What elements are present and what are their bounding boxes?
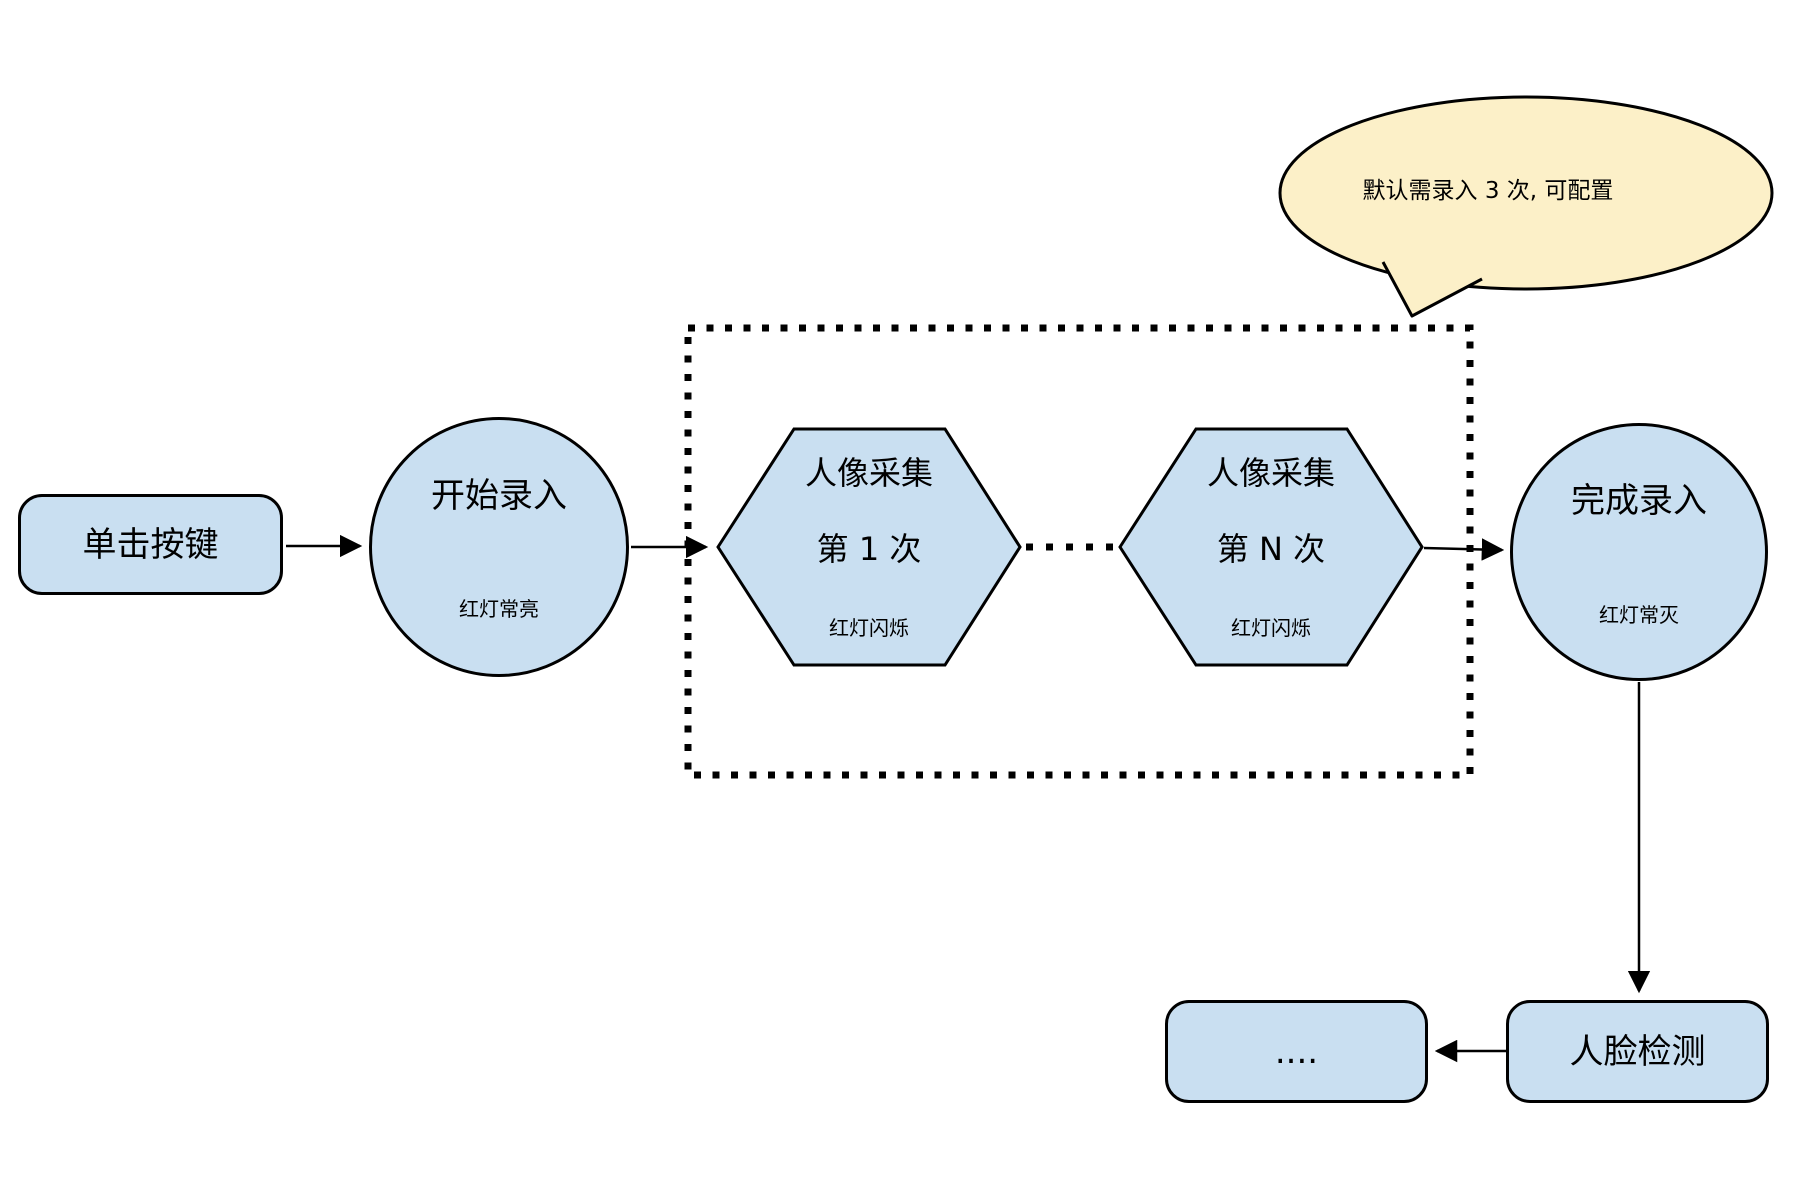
node-finish-entry-label: 完成录入 — [1571, 481, 1707, 521]
capture-loop-dotted-box — [684, 324, 1474, 779]
node-click-button-label: 单击按键 — [82, 524, 219, 565]
callout-bubble-text: 默认需录入 3 次, 可配置 — [1362, 178, 1614, 204]
node-capture-nth-shape — [1118, 427, 1424, 667]
node-start-entry-label: 开始录入 — [431, 476, 567, 516]
node-capture-first-shape — [716, 427, 1022, 667]
arrow-captureN-to-finish — [1423, 538, 1505, 561]
node-start-entry-status: 红灯常亮 — [459, 597, 539, 621]
node-finish-entry: 完成录入 红灯常灭 — [1510, 423, 1768, 681]
callout-bubble-shape — [1278, 95, 1774, 291]
node-face-detect-label: 人脸检测 — [1569, 1031, 1706, 1072]
node-finish-entry-status: 红灯常灭 — [1599, 603, 1679, 627]
node-more: .... — [1165, 1000, 1428, 1103]
node-more-label: .... — [1274, 1031, 1319, 1072]
node-click-button: 单击按键 — [18, 494, 283, 595]
callout-bubble-tail — [1381, 261, 1483, 318]
node-face-detect: 人脸检测 — [1506, 1000, 1769, 1103]
node-start-entry: 开始录入 红灯常亮 — [369, 417, 629, 677]
